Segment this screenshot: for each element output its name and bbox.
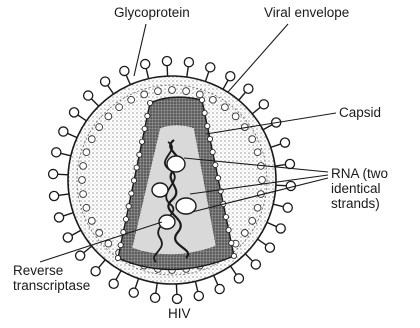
glycoprotein-spike [141,59,150,79]
matrix-protein [79,177,86,184]
matrix-protein [116,104,123,111]
label-rna: RNA (two identical strands) [331,166,388,211]
capsid-subunit [142,126,147,131]
glycoprotein-spike [63,230,82,242]
glycoprotein-spike [222,72,234,91]
glycoprotein-spike [120,66,131,85]
capsid-subunit [199,97,204,102]
glycoprotein-spike [194,280,203,300]
glycoprotein-spike [91,259,106,276]
label-reverse-transcriptase-line: transcriptase [13,278,90,293]
label-glycoprotein: Glycoprotein [114,5,190,20]
matrix-protein [183,88,190,95]
label-reverse-transcriptase-line: Reverse [13,263,90,278]
matrix-protein [96,124,103,131]
glycoprotein-spike [84,91,100,107]
label-reverse-transcriptase: Reverse transcriptase [13,263,90,293]
glycoprotein-spike [266,222,285,233]
capsid-subunit [147,100,152,105]
glycoprotein-spike [272,203,292,212]
matrix-protein [232,113,239,120]
glycoprotein-spike [205,63,215,83]
matrix-protein [254,204,261,211]
glycoprotein-spike [184,58,193,78]
capsid-subunit [231,253,236,258]
capsid-subunit [202,110,207,115]
matrix-protein [259,177,266,184]
matrix-protein [254,149,261,156]
glycoprotein-spike [245,253,261,269]
capsid-subunit [226,227,231,232]
figure-title: HIV [168,306,191,321]
matrix-protein [222,104,229,111]
matrix-protein [105,113,112,120]
matrix-protein [241,230,248,237]
capsid-subunit [131,178,136,183]
capsid-subunit [210,149,215,154]
capsid-subunit [118,242,123,247]
glycoprotein-spike [151,282,160,302]
capsid-subunit [129,191,134,196]
label-rna-line: RNA (two [331,166,388,181]
label-rna-line: strands) [331,196,388,211]
matrix-protein [88,136,95,143]
capsid-subunit [123,217,128,222]
glycoprotein-spike [230,265,244,283]
matrix-protein [83,204,90,211]
matrix-protein [141,91,148,98]
matrix-protein [83,149,90,156]
glycoprotein-spike [257,239,275,253]
leader-viral-envelope [228,24,288,92]
glycoprotein-spike [213,274,224,293]
capsid-subunit [223,214,228,219]
matrix-protein [128,96,135,103]
capsid-subunit [213,162,218,167]
glycoprotein-spike [109,270,121,289]
matrix-protein [196,91,203,98]
glycoprotein-spike [251,100,268,115]
glycoprotein-spike [162,57,171,78]
capsid-subunit [215,175,220,180]
glycoprotein-spike [59,127,78,138]
matrix-protein [249,217,256,224]
matrix-protein [249,136,256,143]
capsid-subunit [207,136,212,141]
label-rna-line: identical [331,181,388,196]
matrix-protein [155,88,162,95]
glycoprotein-spike [238,84,253,101]
matrix-protein [169,87,176,94]
capsid-subunit [115,255,120,260]
capsid-subunit [145,113,150,118]
capsid-subunit [137,152,142,157]
capsid-subunit [139,139,144,144]
matrix-protein [80,163,87,170]
label-capsid: Capsid [339,105,381,120]
glycoprotein-spike [49,169,70,178]
capsid-subunit [229,240,234,245]
capsid-subunit [134,165,139,170]
matrix-protein [88,217,95,224]
glycoprotein-spike [52,148,72,157]
matrix-protein [96,230,103,237]
capsid-subunit [126,204,131,209]
glycoprotein-spike [270,138,290,148]
label-viral-envelope: Viral envelope [264,5,349,20]
glycoprotein-spike [54,212,74,222]
glycoprotein-spike [101,77,115,95]
glycoprotein-spike [172,283,181,304]
glycoprotein-spike [49,191,69,200]
capsid-subunit [205,123,210,128]
matrix-protein [105,240,112,247]
matrix-protein [80,191,87,198]
matrix-protein [209,96,216,103]
glycoprotein-spike [69,108,87,122]
glycoprotein-spike [129,278,139,298]
